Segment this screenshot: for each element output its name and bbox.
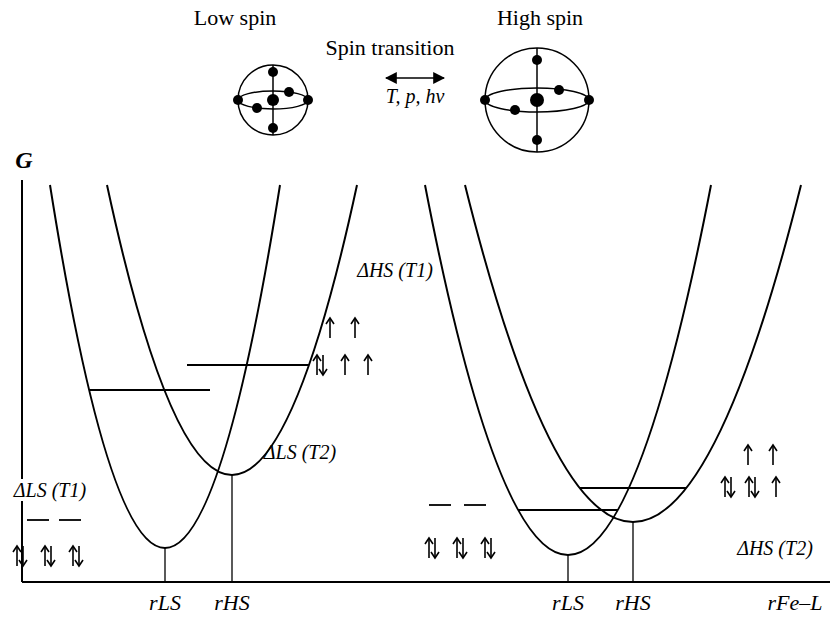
distance-label: rLS bbox=[147, 591, 183, 615]
stimulus-label: T, p, hν bbox=[384, 85, 447, 107]
ls-octahedron bbox=[238, 65, 308, 135]
axis-label: rFe–L bbox=[766, 591, 825, 615]
orbital bbox=[13, 546, 27, 566]
orbital bbox=[453, 538, 467, 558]
transition-arrow bbox=[386, 77, 444, 79]
ligand-atoms bbox=[233, 55, 594, 145]
orbital bbox=[27, 520, 49, 521]
ls-level bbox=[89, 389, 210, 391]
orbital bbox=[769, 445, 777, 465]
ls-level bbox=[518, 509, 618, 511]
r-axis bbox=[22, 581, 830, 583]
orbital bbox=[41, 546, 55, 566]
orbital bbox=[464, 505, 486, 506]
r-marker bbox=[632, 522, 633, 582]
orbital bbox=[69, 546, 83, 566]
g-axis bbox=[21, 180, 23, 582]
r-marker bbox=[567, 555, 568, 582]
orbital bbox=[59, 520, 81, 521]
state-title: High spin bbox=[495, 6, 585, 30]
r-marker bbox=[164, 548, 165, 582]
orbital bbox=[429, 505, 451, 506]
transition-title: Spin transition bbox=[324, 36, 457, 60]
distance-label: rHS bbox=[613, 591, 652, 615]
orbital bbox=[313, 355, 327, 375]
hs-level bbox=[187, 364, 309, 366]
splitting-label: ΔLS (T1) bbox=[12, 479, 88, 501]
orbital bbox=[745, 477, 759, 497]
orbital bbox=[481, 538, 495, 558]
orbital bbox=[326, 318, 334, 338]
distance-label: rHS bbox=[212, 591, 251, 615]
splitting-label: ΔHS (T2) bbox=[735, 537, 815, 559]
orbital bbox=[341, 355, 349, 375]
orbital bbox=[364, 355, 372, 375]
hs-level bbox=[580, 487, 686, 489]
orbital bbox=[772, 477, 780, 497]
electron-configurations bbox=[13, 318, 780, 566]
ls-well bbox=[425, 185, 711, 555]
splitting-label: ΔHS (T1) bbox=[355, 259, 435, 281]
distance-label: rLS bbox=[550, 591, 586, 615]
hs-octahedron bbox=[485, 48, 589, 152]
orbital bbox=[425, 538, 439, 558]
state-title: Low spin bbox=[192, 6, 279, 30]
hs-well bbox=[107, 185, 357, 475]
splitting-label: ΔLS (T2) bbox=[262, 441, 338, 463]
r-marker bbox=[231, 475, 232, 582]
orbital bbox=[721, 477, 735, 497]
hs-well bbox=[465, 185, 801, 522]
axis-label: G bbox=[13, 147, 34, 173]
orbital bbox=[744, 445, 752, 465]
orbital bbox=[351, 318, 359, 338]
